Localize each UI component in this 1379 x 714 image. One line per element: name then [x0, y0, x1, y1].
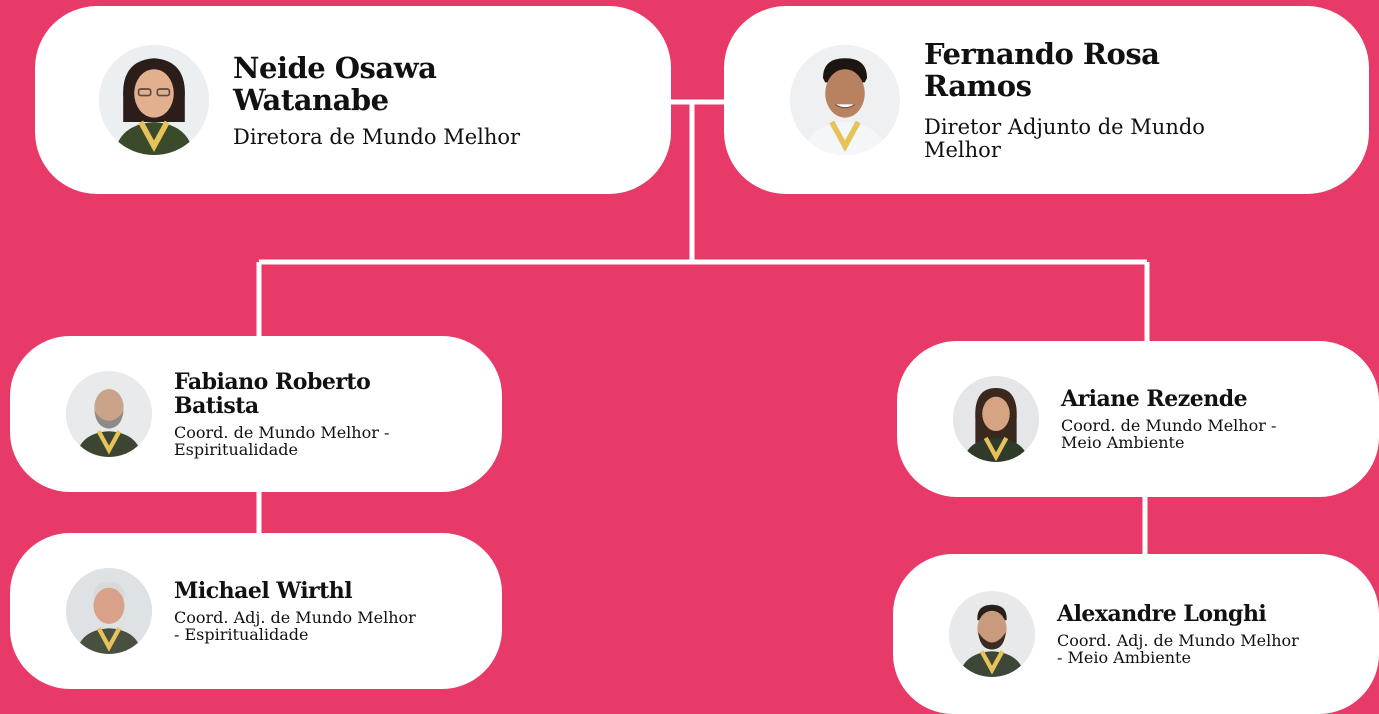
- person-role: Coord. Adj. de Mundo Melhor - Espiritual…: [174, 608, 416, 644]
- person-card-fernando: Fernando Rosa Ramos Diretor Adjunto de M…: [724, 6, 1369, 194]
- person-role: Diretora de Mundo Melhor: [233, 124, 521, 149]
- person-card-alexandre: Alexandre Longhi Coord. Adj. de Mundo Me…: [893, 554, 1379, 714]
- person-role: Diretor Adjunto de Mundo Melhor: [924, 115, 1205, 162]
- person-card-michael: Michael Wirthl Coord. Adj. de Mundo Melh…: [10, 533, 502, 689]
- person-photo-icon: [953, 376, 1039, 462]
- person-name: Neide Osawa Watanabe: [233, 50, 437, 117]
- person-card-neide: Neide Osawa Watanabe Diretora de Mundo M…: [35, 6, 671, 194]
- person-card-fabiano: Fabiano Roberto Batista Coord. de Mundo …: [10, 336, 502, 492]
- person-card-ariane: Ariane Rezende Coord. de Mundo Melhor - …: [897, 341, 1379, 497]
- person-role: Coord. de Mundo Melhor - Espiritualidade: [174, 423, 390, 459]
- person-name: Fabiano Roberto Batista: [174, 369, 371, 419]
- person-name: Fernando Rosa Ramos: [924, 37, 1160, 103]
- person-photo-icon: [66, 568, 152, 654]
- person-photo-icon: [790, 45, 900, 155]
- person-role: Coord. Adj. de Mundo Melhor - Meio Ambie…: [1057, 631, 1299, 667]
- person-photo-icon: [949, 591, 1035, 677]
- person-name: Michael Wirthl: [174, 578, 353, 604]
- person-name: Ariane Rezende: [1061, 386, 1248, 412]
- person-role: Coord. de Mundo Melhor - Meio Ambiente: [1061, 416, 1277, 452]
- person-name: Alexandre Longhi: [1057, 601, 1267, 627]
- person-photo-icon: [99, 45, 209, 155]
- person-photo-icon: [66, 371, 152, 457]
